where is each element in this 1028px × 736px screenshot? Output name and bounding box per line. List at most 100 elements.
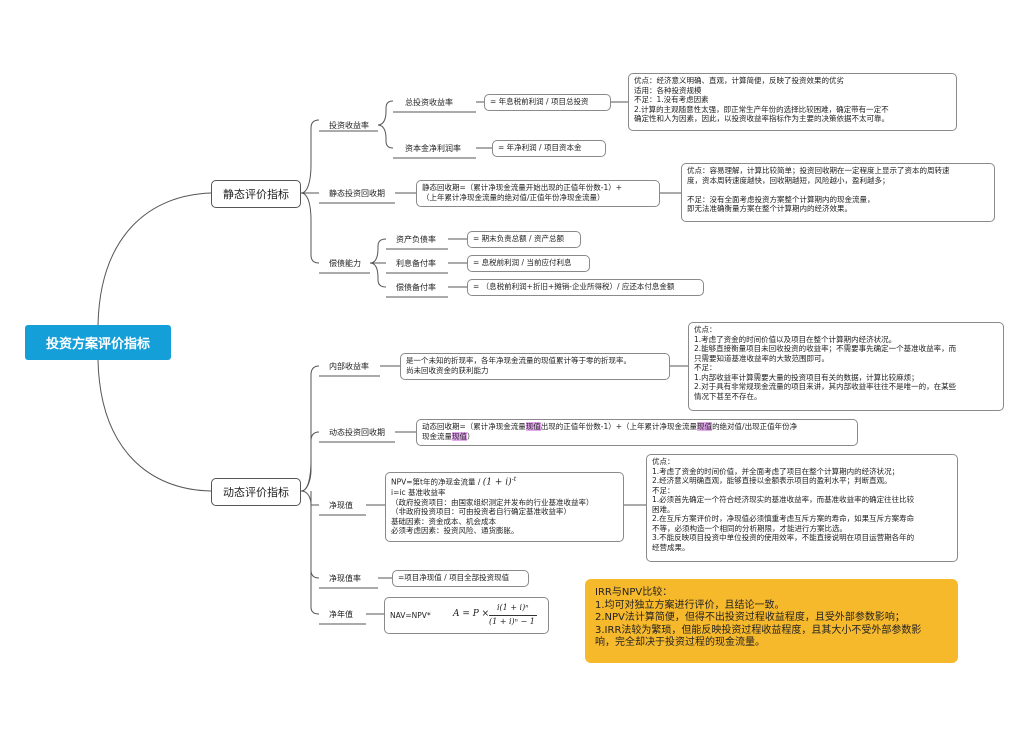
total-roi-formula-text: = 年息税前利润 / 项目总投资 xyxy=(490,97,589,106)
npv-line: i=ic 基准收益率 xyxy=(391,488,446,497)
capital-roe-formula-text: = 年净利润 / 项目资本金 xyxy=(498,143,582,152)
irr-note-line: 1.考虑了资金的时间价值以及项目在整个计算期内经济状况。 xyxy=(694,334,897,344)
debt-ratio-label[interactable]: 资产负债率 xyxy=(396,235,436,244)
total-roi-label[interactable]: 总投资收益率 xyxy=(405,98,453,107)
npv-note-line: 2.经济意义明确直观，能够直接以金额表示项目的盈利水平；判断直观。 xyxy=(652,476,892,485)
nav-math-lhs: A = P × xyxy=(453,609,490,619)
static-payback-note-line: 度，资本周转速度越快，回收期越短，风险越小，盈利越多； xyxy=(687,175,890,185)
irr-definition-line: 尚未回收资金的获利能力 xyxy=(406,365,489,375)
capital-roe-label[interactable]: 资本金净利润率 xyxy=(405,144,461,153)
roi-note-line: 2.计算的主观随意性太强，即正常生产年份的选择比较困难，确定带有一定不 xyxy=(634,104,889,114)
comparison-line: 2.NPV法计算简便，但得不出投资过程收益程度，且受外部参数影响； xyxy=(595,612,905,623)
roi-note-line: 适用：各种投资规模 xyxy=(634,85,702,95)
static-payback-note[interactable]: 优点：容易理解，计算比较简单；投资回收期在一定程度上显示了资本的周转速 度，资本… xyxy=(681,163,995,222)
comparison-line: IRR与NPV比较： xyxy=(595,587,673,598)
text-seg: 的绝对值/出现正值年份净 xyxy=(712,422,798,431)
dynamic-indicators-node[interactable]: 动态评价指标 xyxy=(211,478,301,506)
nav-formula-box[interactable]: NAV=NPV* A = P × i(1 + i)ⁿ (1 + i)ⁿ − 1 xyxy=(384,597,549,634)
npv-note-line: 经营成果。 xyxy=(652,542,690,552)
irr-note-line: 1.内部收益率计算需要大量的投资项目有关的数据，计算比较麻烦； xyxy=(694,372,919,382)
npvr-label[interactable]: 净现值率 xyxy=(329,574,361,583)
highlight-present-value: 现值 xyxy=(697,422,713,431)
npv-note-line: 不等，必须构造一个相同的分析期限，才能进行方案比选。 xyxy=(652,523,847,533)
interest-coverage-formula[interactable]: = 息税前利润 / 当前应付利息 xyxy=(467,255,590,272)
debt-ratio-formula[interactable]: = 期末负责总额 / 资产总额 xyxy=(467,231,581,248)
static-payback-note-line: 即无法准确衡量方案在整个计算期内的经济效果。 xyxy=(687,204,852,213)
npv-note-line: 1.必须首先确定一个符合经济现实的基准收益率，而基准收益率的确定往往比较 xyxy=(652,495,915,504)
npv-line: （非政府投资项目：可由投资者自行确定基准收益率） xyxy=(391,507,571,516)
text-seg: 出现的正值年份数-1）+（上年累计净现金流量 xyxy=(540,422,698,431)
npv-formula-text: NPV=第t年的净现金流量 / xyxy=(391,477,481,487)
highlight-present-value: 现值 xyxy=(525,422,541,431)
static-indicators-label: 静态评价指标 xyxy=(223,188,289,201)
text-seg: 现金流量 xyxy=(422,431,452,441)
solvency-label[interactable]: 偿债能力 xyxy=(329,259,361,268)
roi-label[interactable]: 投资收益率 xyxy=(329,121,369,130)
nav-label[interactable]: 净年值 xyxy=(329,610,353,619)
roi-note-line: 不足：1.没有考虑因素 xyxy=(634,95,709,104)
npv-line: 必须考虑因素：投资风险、通货膨胀。 xyxy=(391,526,519,535)
comparison-line: 1.均可对独立方案进行评价，且结论一致。 xyxy=(595,599,785,611)
static-payback-label[interactable]: 静态投资回收期 xyxy=(329,189,385,198)
dynamic-payback-label[interactable]: 动态投资回收期 xyxy=(329,428,385,437)
roi-note-line: 确定性和人为因素，因此，以投资收益率指标作为主要的决策依据不太可靠。 xyxy=(634,114,889,123)
static-payback-note-line: 不足：没有全面考虑投资方案整个计算期内的现金流量， xyxy=(687,194,875,204)
debt-service-coverage-formula[interactable]: = （息税前利润+折旧+摊销-企业所得税）/ 应还本付息金额 xyxy=(467,279,704,296)
irr-definition-line: 是一个未知的折现率，各年净现金流量的现值累计等于零的折现率。 xyxy=(406,356,631,365)
dynamic-indicators-label: 动态评价指标 xyxy=(223,486,289,499)
static-payback-note-line: 优点：容易理解，计算比较简单；投资回收期在一定程度上显示了资本的周转速 xyxy=(687,166,950,175)
text-seg: ） xyxy=(467,431,475,441)
npv-note-line: 1.考虑了资金的时间价值，并全面考虑了项目在整个计算期内的经济状况； xyxy=(652,466,900,476)
roi-note-line: 优点：经济意义明确、直观，计算简便，反映了投资效果的优劣 xyxy=(634,76,844,85)
text-seg: 动态回收期=（累计净现金流量 xyxy=(422,422,526,431)
npv-formula-box[interactable]: NPV=第t年的净现金流量 / (1 + i)-t i=ic 基准收益率 （政府… xyxy=(385,472,624,542)
npv-note-line: 不足： xyxy=(652,485,675,495)
npvr-formula-text: =项目净现值 / 项目全部投资现值 xyxy=(398,573,510,582)
npv-line: 基础因素：资金成本、机会成本 xyxy=(391,516,496,526)
irr-note-line: 只需要知道基准收益率的大致范围即可。 xyxy=(694,353,829,363)
dynamic-payback-line-2: 现金流量现值） xyxy=(422,431,852,442)
nav-math-numerator: i(1 + i)ⁿ xyxy=(497,603,529,612)
irr-npv-comparison-note[interactable]: IRR与NPV比较： 1.均可对独立方案进行评价，且结论一致。 2.NPV法计算… xyxy=(585,579,958,663)
static-payback-formula-line: （上年累计净现金流量的绝对值/正值年份净现金流量） xyxy=(422,192,605,202)
debt-service-coverage-formula-text: = （息税前利润+折旧+摊销-企业所得税）/ 应还本付息金额 xyxy=(473,282,675,291)
npv-formula-line: NPV=第t年的净现金流量 / (1 + i)-t xyxy=(391,475,618,488)
interest-coverage-label[interactable]: 利息备付率 xyxy=(396,259,436,268)
npvr-formula[interactable]: =项目净现值 / 项目全部投资现值 xyxy=(392,570,529,587)
dynamic-payback-formula[interactable]: 动态回收期=（累计净现金流量现值出现的正值年份数-1）+（上年累计净现金流量现值… xyxy=(416,419,858,446)
comparison-line: 响，完全却决于投资过程的现金流量。 xyxy=(595,637,765,648)
static-payback-note-line xyxy=(687,185,989,195)
static-indicators-node[interactable]: 静态评价指标 xyxy=(211,180,301,208)
npv-formula-exponent: -t xyxy=(511,476,517,483)
nav-formula-text: NAV=NPV* xyxy=(390,611,431,620)
npv-note-line: 优点： xyxy=(652,457,675,466)
npv-label[interactable]: 净现值 xyxy=(329,501,353,510)
static-payback-formula[interactable]: 静态回收期=（累计净现金流量开始出现的正值年份数-1）+ （上年累计净现金流量的… xyxy=(416,180,660,207)
irr-definition[interactable]: 是一个未知的折现率，各年净现金流量的现值累计等于零的折现率。 尚未回收资金的获利… xyxy=(400,353,670,380)
root-node[interactable]: 投资方案评价指标 xyxy=(25,325,171,360)
irr-label[interactable]: 内部收益率 xyxy=(329,362,369,371)
npv-formula-math: (1 + i) xyxy=(482,477,512,488)
debt-service-coverage-label[interactable]: 偿债备付率 xyxy=(396,283,436,292)
irr-note-line: 情况下甚至不存在。 xyxy=(694,391,762,401)
root-label: 投资方案评价指标 xyxy=(45,337,150,352)
total-roi-formula[interactable]: = 年息税前利润 / 项目总投资 xyxy=(484,94,611,111)
npv-note-line: 3.不能反映项目投资中单位投资的使用效率，不能直接说明在项目运营期各年的 xyxy=(652,533,915,542)
roi-note[interactable]: 优点：经济意义明确、直观，计算简便，反映了投资效果的优劣 适用：各种投资规模 不… xyxy=(628,73,957,131)
nav-fraction-bar xyxy=(489,615,537,616)
static-payback-formula-line: 静态回收期=（累计净现金流量开始出现的正值年份数-1）+ xyxy=(422,183,623,192)
debt-ratio-formula-text: = 期末负责总额 / 资产总额 xyxy=(473,234,564,243)
npv-note[interactable]: 优点： 1.考虑了资金的时间价值，并全面考虑了项目在整个计算期内的经济状况； 2… xyxy=(646,454,958,562)
npv-note-line: 2.在互斥方案评价时，净现值必须慎重考虑互斥方案的寿命，如果互斥方案寿命 xyxy=(652,514,915,523)
capital-roe-formula[interactable]: = 年净利润 / 项目资本金 xyxy=(492,140,606,157)
irr-note[interactable]: 优点： 1.考虑了资金的时间价值以及项目在整个计算期内经济状况。 2.能够直接衡… xyxy=(688,322,1004,411)
irr-note-line: 2.能够直接衡量项目未回收投资的收益率；不需要事先确定一个基准收益率，而 xyxy=(694,344,957,353)
irr-note-line: 2.对于具有非常规现金流量的项目来讲，其内部收益率往往不是唯一的，在某些 xyxy=(694,382,957,391)
comparison-line: 3.IRR法较为繁琐，但能反映投资过程收益程度，且其大小不受外部参数影 xyxy=(595,624,922,636)
interest-coverage-formula-text: = 息税前利润 / 当前应付利息 xyxy=(473,258,572,267)
irr-note-line: 优点： xyxy=(694,325,717,334)
npv-line: （政府投资项目：由国家组织测定并发布的行业基准收益率） xyxy=(391,497,594,507)
irr-note-line: 不足： xyxy=(694,363,717,372)
nav-math-denominator: (1 + i)ⁿ − 1 xyxy=(489,617,535,626)
